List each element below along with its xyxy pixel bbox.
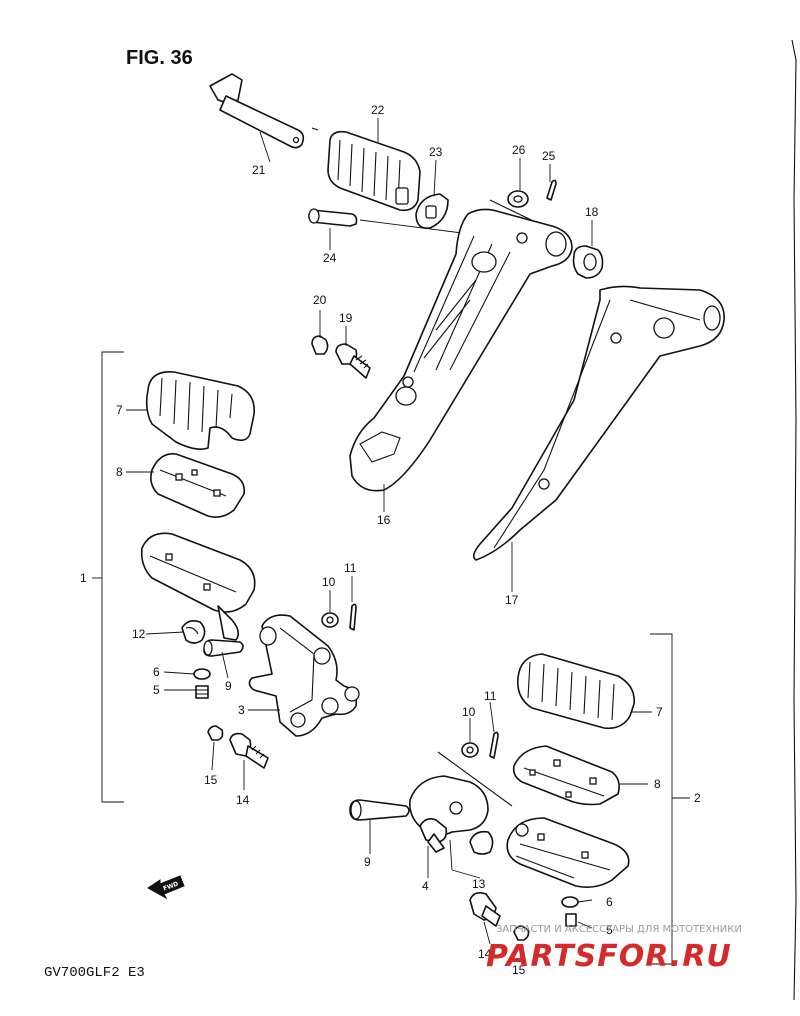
model-code: GV700GLF2 E3 [44, 965, 145, 981]
part-8-plate-right [512, 745, 620, 806]
callout-5b: 5 [606, 923, 613, 937]
callout-23: 23 [429, 145, 443, 159]
callout-14a: 14 [236, 793, 250, 807]
callout-12: 12 [132, 627, 146, 641]
callout-11a: 11 [344, 561, 357, 575]
fwd-label: FWD [162, 881, 179, 893]
callout-6b: 6 [606, 895, 613, 909]
callout-14b: 14 [478, 947, 492, 961]
callout-19: 19 [339, 311, 353, 325]
callout-5a: 5 [153, 683, 160, 697]
callout-21: 21 [252, 163, 266, 177]
callout-9a: 9 [225, 679, 232, 693]
part-7-rubber-right [516, 653, 635, 730]
bracket-line-1 [101, 351, 124, 803]
part-12-spring-left [181, 620, 206, 644]
callout-4: 4 [422, 879, 429, 893]
callout-18: 18 [585, 205, 599, 219]
callout-9b: 9 [364, 855, 371, 869]
part-14-bolt-right [469, 892, 501, 927]
part-13-spring-right [469, 830, 494, 855]
part-19-bolt [335, 343, 371, 379]
callout-7a: 7 [116, 403, 123, 417]
part-8-plate-left [150, 453, 246, 518]
part-11-cotter-right [489, 731, 499, 759]
dash-line-right [437, 751, 513, 807]
part-9-pin-left [203, 639, 244, 657]
callout-10b: 10 [462, 705, 476, 719]
part-10-washer-left [321, 612, 339, 628]
callout-17: 17 [505, 593, 519, 607]
callout-8b: 8 [654, 777, 661, 791]
callout-13: 13 [472, 877, 486, 891]
callout-15b: 15 [512, 963, 526, 977]
watermark-brand: PARTSFOR.RU [486, 939, 732, 974]
part-11-cotter-left [349, 603, 357, 631]
page-edge-line [791, 39, 797, 1001]
fwd-arrow-icon: FWD [147, 875, 185, 900]
part-24-pin [308, 208, 471, 235]
part-25-cotter-pin [546, 179, 557, 201]
callout-25: 25 [542, 149, 556, 163]
callout-1: 1 [80, 571, 87, 585]
leader-lines [92, 118, 690, 945]
part-17-plate [472, 285, 725, 561]
part-15-nut-right [513, 925, 530, 941]
callout-20: 20 [313, 293, 327, 307]
part-20-nut [311, 335, 329, 355]
part-14-bolt-left [229, 732, 269, 769]
bracket-line-2 [650, 633, 673, 965]
part-5-screw-left [195, 685, 209, 699]
callout-2: 2 [694, 791, 701, 805]
part-7-rubber-left [145, 371, 255, 450]
part-18-bushing [572, 245, 604, 279]
part-9-pin-right [349, 799, 410, 821]
callout-7b: 7 [656, 705, 663, 719]
part-21-pivot-pin [209, 73, 319, 149]
callout-8a: 8 [116, 465, 123, 479]
callout-11b: 11 [484, 689, 497, 703]
callout-26: 26 [512, 143, 526, 157]
part-floorboard-left [140, 532, 256, 641]
part-floorboard-right [506, 817, 630, 888]
callout-10a: 10 [322, 575, 336, 589]
part-10-washer-right [461, 742, 479, 758]
callout-6a: 6 [153, 665, 160, 679]
part-22-rubber [327, 130, 421, 212]
part-16-bracket [349, 208, 573, 492]
callout-15a: 15 [204, 773, 218, 787]
part-6-washer-right [561, 896, 579, 908]
callout-labels: 21 22 23 26 25 18 24 20 19 16 17 7 8 1 1… [80, 103, 701, 977]
watermark-caption: ЗАПЧАСТИ И АКСЕССУАРЫ ДЛЯ МОТОТЕХНИКИ [496, 924, 742, 935]
callout-3: 3 [238, 703, 245, 717]
callout-22: 22 [371, 103, 385, 117]
callout-24: 24 [323, 251, 337, 265]
part-3-hinge-bracket [248, 614, 360, 737]
part-6-washer-left [193, 668, 211, 680]
part-15-nut-left [207, 725, 224, 741]
callout-16: 16 [377, 513, 391, 527]
part-4-hinge-right [408, 775, 489, 853]
part-23-cap [415, 193, 449, 230]
part-26-washer [507, 190, 529, 208]
part-5-screw-right [565, 913, 577, 927]
figure-title: FIG. 36 [126, 47, 193, 69]
